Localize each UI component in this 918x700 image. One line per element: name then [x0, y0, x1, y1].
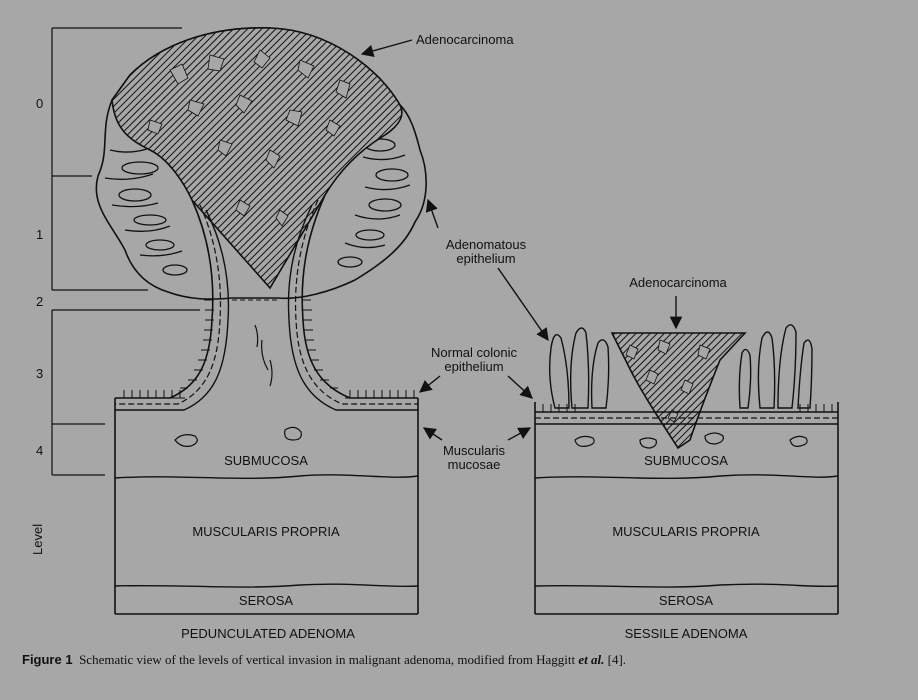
sessile-submucosa-label: SUBMUCOSA	[644, 453, 728, 468]
caption-text: Schematic view of the levels of vertical…	[79, 652, 575, 667]
label-adenocarcinoma-top: Adenocarcinoma	[416, 32, 514, 47]
label-adenocarcinoma-right: Adenocarcinoma	[629, 275, 727, 290]
level-3: 3	[36, 366, 43, 381]
sessile-serosa-label: SEROSA	[659, 593, 714, 608]
level-2: 2	[36, 294, 43, 309]
pedunculated-title: PEDUNCULATED ADENOMA	[181, 626, 355, 641]
figure-caption: Figure 1 Schematic view of the levels of…	[22, 652, 626, 668]
label-muscularis-2: mucosae	[448, 457, 501, 472]
label-normal-epithelium-2: epithelium	[444, 359, 503, 374]
level-1: 1	[36, 227, 43, 242]
label-normal-epithelium-1: Normal colonic	[431, 345, 517, 360]
level-0: 0	[36, 96, 43, 111]
pedunculated-muscularis-propria-label: MUSCULARIS PROPRIA	[192, 524, 340, 539]
pedunculated-submucosa-label: SUBMUCOSA	[224, 453, 308, 468]
sessile-adenoma	[535, 325, 838, 614]
figure-label: Figure 1	[22, 652, 73, 667]
sessile-muscularis-propria-label: MUSCULARIS PROPRIA	[612, 524, 760, 539]
caption-et-al: et al.	[578, 652, 604, 667]
sessile-title: SESSILE ADENOMA	[625, 626, 748, 641]
label-adenomatous-2: epithelium	[456, 251, 515, 266]
label-muscularis-1: Muscularis	[443, 443, 506, 458]
label-adenomatous-1: Adenomatous	[446, 237, 527, 252]
level-4: 4	[36, 443, 43, 458]
level-axis-title: Level	[30, 524, 45, 555]
caption-ref: [4].	[608, 652, 626, 667]
pedunculated-serosa-label: SEROSA	[239, 593, 294, 608]
